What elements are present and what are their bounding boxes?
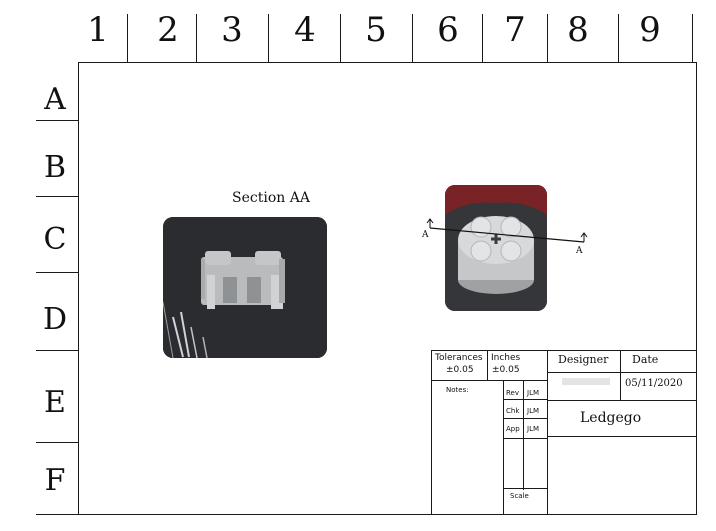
column-label-1: 1 xyxy=(87,10,109,50)
column-label-3: 3 xyxy=(221,10,243,50)
date-value: 05/11/2020 xyxy=(625,378,683,389)
column-divider xyxy=(268,14,269,62)
title-block-divider xyxy=(503,418,547,419)
row-label-a: A xyxy=(44,82,66,117)
section-title: Section AA xyxy=(232,190,310,206)
notes-label: Notes: xyxy=(446,386,469,394)
row-label-e: E xyxy=(44,385,66,420)
title-block-divider xyxy=(547,436,696,437)
frame-left-border xyxy=(78,62,79,515)
designer-value-redacted xyxy=(562,378,610,385)
title-block-divider xyxy=(547,372,696,373)
column-label-7: 7 xyxy=(504,10,526,50)
column-divider xyxy=(127,14,128,62)
section-view-image xyxy=(163,217,327,358)
frame-top-border xyxy=(78,62,697,63)
top-view-image xyxy=(445,185,547,311)
inches-label: Inches xyxy=(491,353,521,363)
row-label-b: B xyxy=(43,150,67,185)
column-divider xyxy=(340,14,341,62)
title-block-divider xyxy=(503,488,547,489)
title-block-divider xyxy=(523,380,524,490)
section-marker-right: A xyxy=(576,246,583,256)
title-block-divider xyxy=(620,350,621,400)
frame-right-border xyxy=(696,62,697,515)
revision-code: App xyxy=(506,425,520,433)
column-label-2: 2 xyxy=(157,10,179,50)
column-label-4: 4 xyxy=(294,10,316,50)
scale-label: Scale xyxy=(510,492,529,500)
title-block-divider xyxy=(503,438,547,439)
title-block-left-border xyxy=(431,350,432,515)
title-block-divider xyxy=(503,399,547,400)
revision-code: Rev xyxy=(506,389,519,397)
column-divider xyxy=(412,14,413,62)
row-divider xyxy=(36,120,78,121)
frame-bottom-border xyxy=(36,514,697,515)
column-label-5: 5 xyxy=(365,10,387,50)
date-label: Date xyxy=(632,353,659,366)
row-label-d: D xyxy=(42,302,68,337)
tolerances-label: Tolerances xyxy=(435,353,483,363)
column-label-6: 6 xyxy=(437,10,459,50)
section-view-photo xyxy=(163,217,327,358)
revision-initials: JLM xyxy=(527,389,540,397)
revision-initials: JLM xyxy=(527,425,540,433)
tolerances-value: ±0.05 xyxy=(446,365,474,375)
row-divider xyxy=(36,196,78,197)
column-divider xyxy=(618,14,619,62)
revision-initials: JLM xyxy=(527,407,540,415)
column-label-8: 8 xyxy=(567,10,589,50)
revision-code: Chk xyxy=(506,407,520,415)
title-block-divider xyxy=(503,380,504,515)
inches-value: ±0.05 xyxy=(492,365,520,375)
title-block-divider xyxy=(431,380,547,381)
section-marker-left: A xyxy=(422,230,429,240)
column-divider xyxy=(196,14,197,62)
column-divider xyxy=(547,14,548,62)
top-view-photo xyxy=(445,185,547,311)
designer-label: Designer xyxy=(558,353,609,366)
title-block-divider xyxy=(547,400,696,401)
column-label-9: 9 xyxy=(639,10,661,50)
title-block-divider xyxy=(547,350,548,515)
row-label-c: C xyxy=(43,222,67,257)
title-block-divider xyxy=(487,350,488,380)
column-divider xyxy=(692,14,693,62)
row-divider xyxy=(36,350,78,351)
title-block-top-border xyxy=(431,350,696,351)
part-name: Ledgego xyxy=(580,410,642,426)
row-label-f: F xyxy=(44,463,66,498)
row-divider xyxy=(36,272,78,273)
row-divider xyxy=(36,442,78,443)
column-divider xyxy=(482,14,483,62)
